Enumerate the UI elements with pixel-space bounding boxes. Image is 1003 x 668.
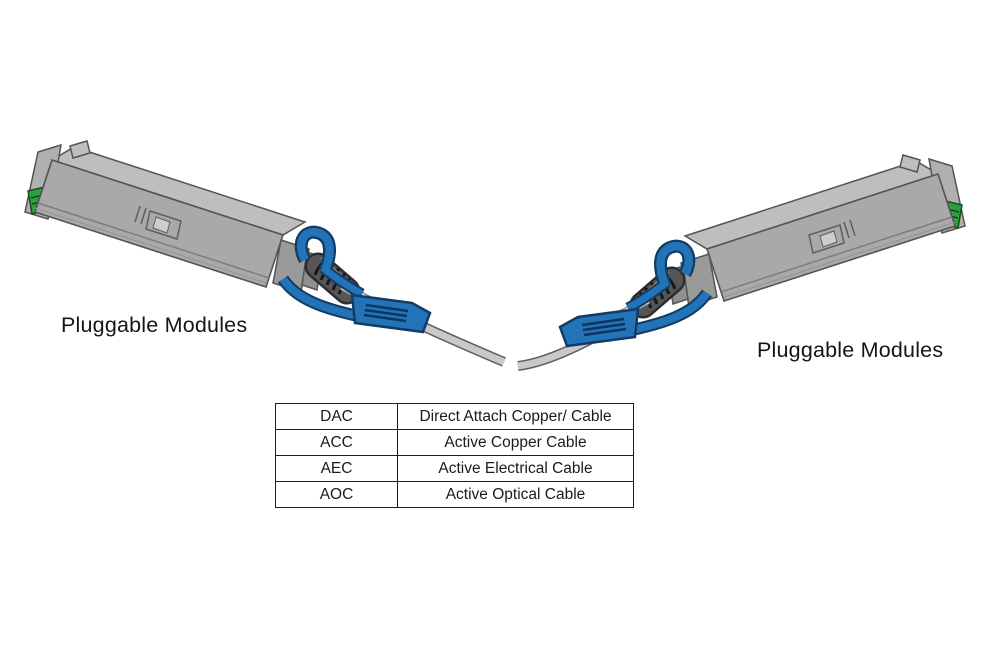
qsfp-module-left (25, 141, 430, 332)
meaning-cell: Active Electrical Cable (397, 455, 634, 482)
abbr-cell: ACC (275, 429, 398, 456)
abbr-cell: DAC (275, 403, 398, 430)
left-module-label: Pluggable Modules (61, 313, 248, 337)
table-row: DAC Direct Attach Copper/ Cable (275, 403, 634, 430)
table-row: AEC Active Electrical Cable (275, 455, 634, 482)
abbr-cell: AEC (275, 455, 398, 482)
meaning-cell: Active Copper Cable (397, 429, 634, 456)
table-row: ACC Active Copper Cable (275, 429, 634, 456)
qsfp-module-right (560, 155, 965, 346)
right-module-label: Pluggable Modules (757, 338, 944, 362)
meaning-cell: Active Optical Cable (397, 481, 634, 508)
abbr-cell: AOC (275, 481, 398, 508)
cable-acronym-table: DAC Direct Attach Copper/ Cable ACC Acti… (275, 403, 634, 508)
meaning-cell: Direct Attach Copper/ Cable (397, 403, 634, 430)
table-row: AOC Active Optical Cable (275, 481, 634, 508)
